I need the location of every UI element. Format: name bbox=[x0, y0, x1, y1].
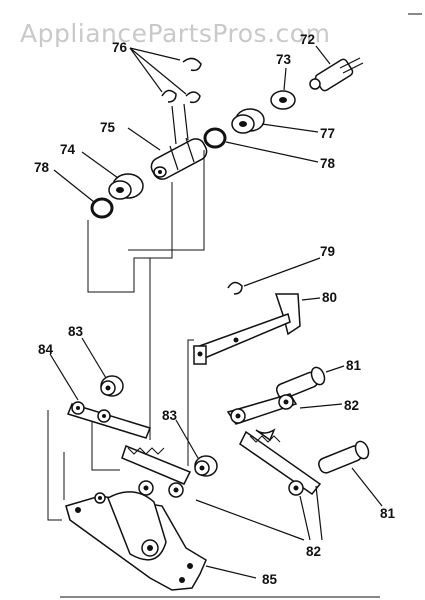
watermark-text: AppliancePartsPros.com bbox=[20, 19, 330, 48]
leader-81-lower bbox=[351, 467, 383, 507]
part-73-washer bbox=[270, 90, 296, 110]
leader-77 bbox=[261, 123, 319, 133]
part-85-base-plate bbox=[63, 452, 207, 591]
leader-82-upper bbox=[299, 403, 343, 409]
part-83-roller-left bbox=[100, 375, 124, 397]
part-75-shaft bbox=[150, 103, 208, 180]
leader-82-lower-a bbox=[195, 499, 305, 541]
leader-82-lower-b bbox=[299, 495, 311, 541]
callout-82-upper: 82 bbox=[344, 398, 359, 413]
leader-78-left bbox=[53, 169, 95, 203]
part-81-pin-lower bbox=[318, 440, 370, 474]
leader-74 bbox=[81, 151, 119, 179]
callout-77: 77 bbox=[320, 126, 335, 141]
callout-83-center: 83 bbox=[162, 408, 178, 423]
part-84-link bbox=[67, 401, 151, 439]
leader-82-lower-c bbox=[315, 485, 323, 541]
leader-76a bbox=[129, 47, 181, 61]
part-78-ring-left bbox=[90, 197, 114, 219]
callout-76: 76 bbox=[112, 40, 128, 55]
leader-83-center bbox=[175, 419, 199, 459]
part-81-pin-upper bbox=[275, 366, 326, 400]
leader-83-left bbox=[81, 337, 107, 379]
leader-75 bbox=[127, 127, 161, 151]
callout-74: 74 bbox=[60, 142, 76, 157]
part-78-ring-right bbox=[203, 127, 227, 149]
leader-79 bbox=[243, 257, 321, 287]
callout-82-lower: 82 bbox=[306, 544, 321, 559]
leader-81-upper bbox=[325, 365, 345, 373]
leader-76c bbox=[129, 47, 187, 95]
callout-83-left: 83 bbox=[68, 324, 84, 339]
callout-81-lower: 81 bbox=[380, 506, 396, 521]
callout-72: 72 bbox=[300, 32, 315, 47]
leader-85 bbox=[205, 565, 257, 579]
callout-80: 80 bbox=[322, 290, 337, 305]
part-79-clip bbox=[227, 281, 243, 295]
leader-73 bbox=[283, 67, 287, 91]
callout-78-left: 78 bbox=[34, 160, 50, 175]
callout-81-upper: 81 bbox=[346, 358, 362, 373]
part-83-roller-center bbox=[194, 455, 218, 477]
part-74-bushing bbox=[108, 173, 144, 200]
leader-72 bbox=[315, 45, 331, 65]
part-82-arm-center bbox=[121, 445, 192, 498]
alignment-lines bbox=[47, 150, 205, 521]
callout-78-right: 78 bbox=[320, 156, 336, 171]
callout-75: 75 bbox=[100, 120, 116, 135]
callout-84: 84 bbox=[38, 342, 54, 357]
part-82-arm-upper bbox=[226, 393, 298, 442]
callout-85: 85 bbox=[262, 572, 278, 587]
leader-84 bbox=[49, 353, 79, 401]
leader-78-right bbox=[225, 141, 319, 163]
part-82-arm-right bbox=[239, 430, 322, 496]
part-80-lever bbox=[192, 293, 301, 365]
leader-80 bbox=[301, 297, 321, 301]
callout-79: 79 bbox=[320, 244, 335, 259]
callout-73: 73 bbox=[276, 52, 292, 67]
part-72-stud bbox=[309, 57, 364, 92]
part-76-clips bbox=[161, 57, 202, 104]
part-77-bushing bbox=[231, 108, 265, 134]
leader-76b bbox=[129, 47, 163, 93]
